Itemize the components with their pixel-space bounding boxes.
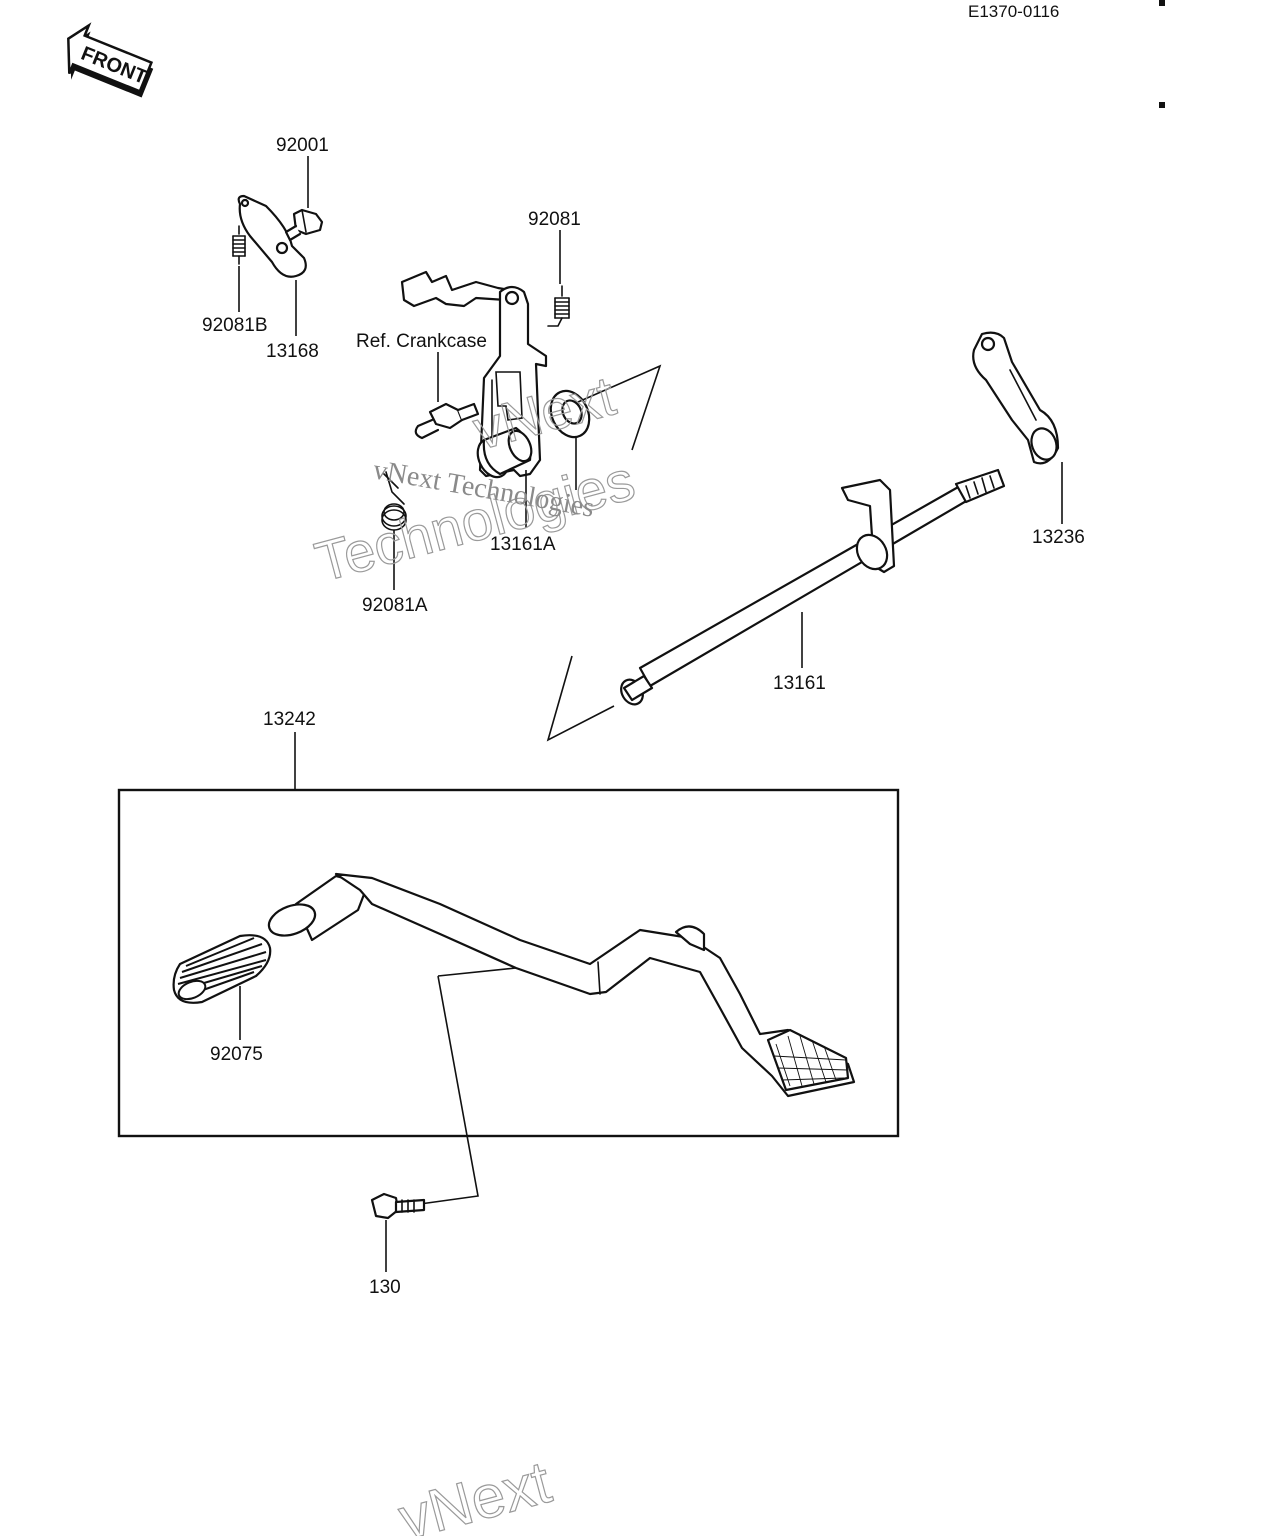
label-92081B: 92081B bbox=[202, 315, 268, 336]
label-13236: 13236 bbox=[1032, 527, 1085, 548]
label-92081: 92081 bbox=[528, 209, 581, 230]
label-92001: 92001 bbox=[276, 135, 329, 156]
bolt-130 bbox=[370, 1192, 426, 1220]
label-130: 130 bbox=[369, 1277, 401, 1298]
label-13168: 13168 bbox=[266, 341, 319, 362]
shift-pedal-13242 bbox=[267, 872, 856, 1098]
label-13161: 13161 bbox=[773, 673, 826, 694]
bolt-92001 bbox=[284, 208, 324, 242]
registration-mark bbox=[1159, 0, 1165, 6]
ref-crankcase-note: Ref. Crankcase bbox=[356, 331, 487, 352]
torsion-spring-92081A bbox=[381, 471, 407, 531]
spring-92081 bbox=[547, 285, 570, 327]
label-92075: 92075 bbox=[210, 1044, 263, 1065]
shift-shaft-13161 bbox=[620, 468, 1006, 706]
label-13161A: 13161A bbox=[490, 534, 556, 555]
shift-arm-13236 bbox=[972, 331, 1060, 465]
crankcase-stud bbox=[414, 352, 480, 440]
pedal-rubber-92075 bbox=[172, 934, 272, 1004]
front-arrow-icon: FRONT bbox=[67, 22, 154, 98]
spring-92081B bbox=[232, 225, 246, 265]
lever-plate-13168 bbox=[237, 194, 307, 278]
label-13242: 13242 bbox=[263, 709, 316, 730]
shift-mechanism-13161A bbox=[400, 270, 548, 479]
document-code: E1370-0116 bbox=[968, 2, 1059, 21]
shim-ring bbox=[549, 389, 591, 439]
label-92081A: 92081A bbox=[362, 595, 428, 616]
svg-text:vNext: vNext bbox=[392, 1448, 558, 1536]
registration-mark bbox=[1159, 102, 1165, 108]
assembly-box-13242 bbox=[117, 788, 900, 1138]
